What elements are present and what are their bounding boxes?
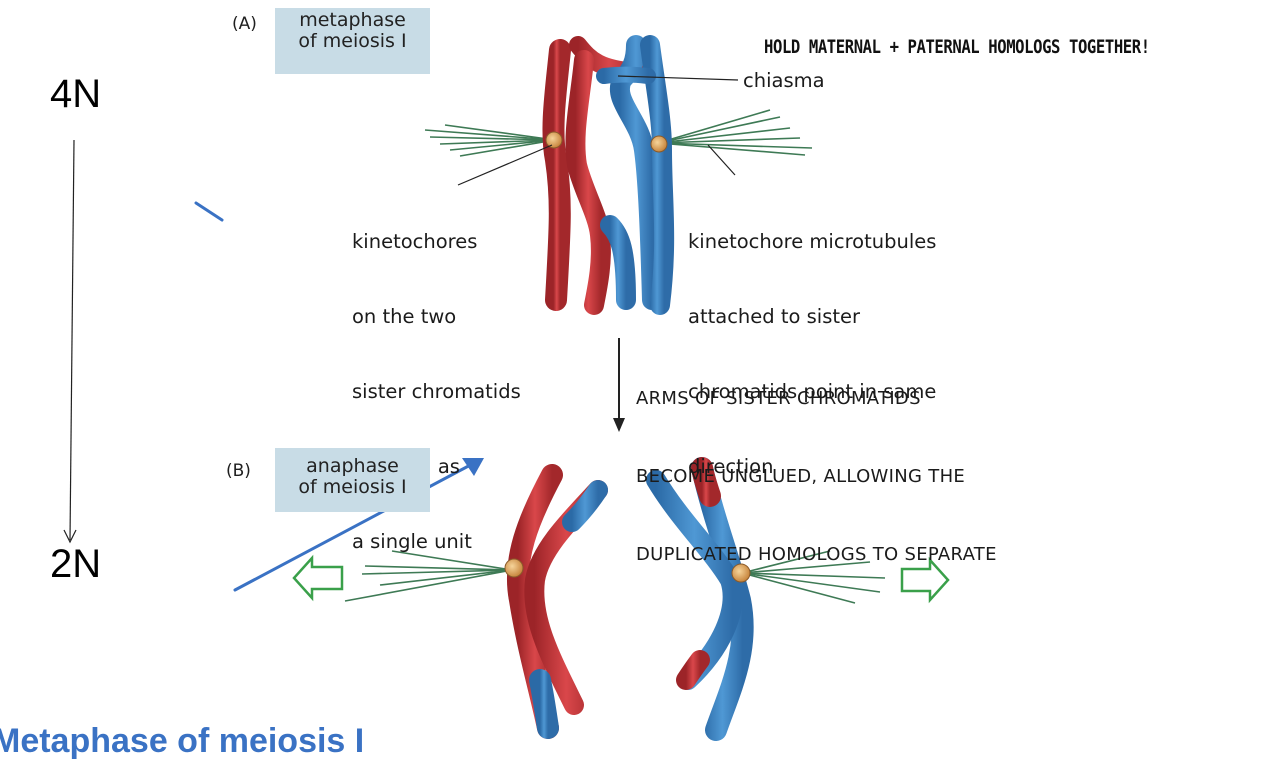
transition-text-line-1: ARMS OF SISTER CHROMATIDS [636,388,921,409]
anaphase-maternal-chromosome [506,464,608,739]
panel-b-letter: (B) [226,461,251,481]
microtubule-label-line-2: attached to sister [688,305,861,328]
transition-text-line-2: BECOME UNGLUED, ALLOWING THE [636,466,966,487]
panel-a-letter: (A) [232,14,257,34]
transition-text: ARMS OF SISTER CHROMATIDS BECOME UNGLUED… [636,334,997,620]
pen-stroke-mark [194,201,224,222]
panel-b-stage-line2: of meiosis I [298,476,407,498]
kinetochore-label: kinetochores on the two sister chromatid… [352,179,521,604]
anaphase-paternal-chromosome [646,457,754,741]
metaphase-kinetochore-maternal [545,131,563,149]
panel-a-stage-line2: of meiosis I [298,30,407,52]
panel-b-stage-line1: anaphase [306,455,399,477]
left-movement-arrow [292,554,344,602]
kinetochore-label-line-1: kinetochores [352,230,478,253]
anaphase-kinetochore-maternal [504,558,524,578]
microtubule-label-line-4: direction [688,455,774,478]
kinetochore-leader-line [457,144,553,186]
microtubule-label: kinetochore microtubules attached to sis… [688,179,936,529]
metaphase-kinetochore-paternal [650,135,668,153]
ploidy-top-label: 4N [50,72,102,116]
metaphase-paternal-homolog [596,35,675,315]
transition-text-line-3: DUPLICATED HOMOLOGS TO SEPARATE [636,544,997,565]
microtubule-label-line-3: chromatids point in same [688,380,937,403]
microtubule-label-line-1: kinetochore microtubules [688,230,937,253]
right-movement-arrow [900,556,950,604]
anaphase-kinetochore-paternal [731,563,751,583]
chiasma-label: chiasma [743,69,825,92]
panel-a-stage-line1: metaphase [299,9,406,31]
anaphase-spindle-fibers [344,550,886,604]
kinetochore-label-line-2: on the two [352,305,457,328]
panel-a-stage-box: metaphase of meiosis I [275,8,430,74]
panel-b-stage-box: anaphase of meiosis I [275,448,430,512]
pen-annotation-arrow [233,458,484,592]
transition-arrow [613,338,625,432]
ploidy-bottom-label: 2N [50,542,102,586]
microtubule-leader-line [707,144,736,176]
chiasma-leader-line [617,75,739,81]
handwritten-note: HOLD MATERNAL + PATERNAL HOMOLOGS TOGETH… [764,36,1150,58]
kinetochore-label-line-3: sister chromatids [352,380,521,403]
metaphase-spindle-fibers [424,109,813,157]
ploidy-arrow [63,139,77,544]
kinetochore-label-line-5: a single unit [352,530,472,553]
bottom-slide-title: Metaphase of meiosis I [0,722,365,760]
